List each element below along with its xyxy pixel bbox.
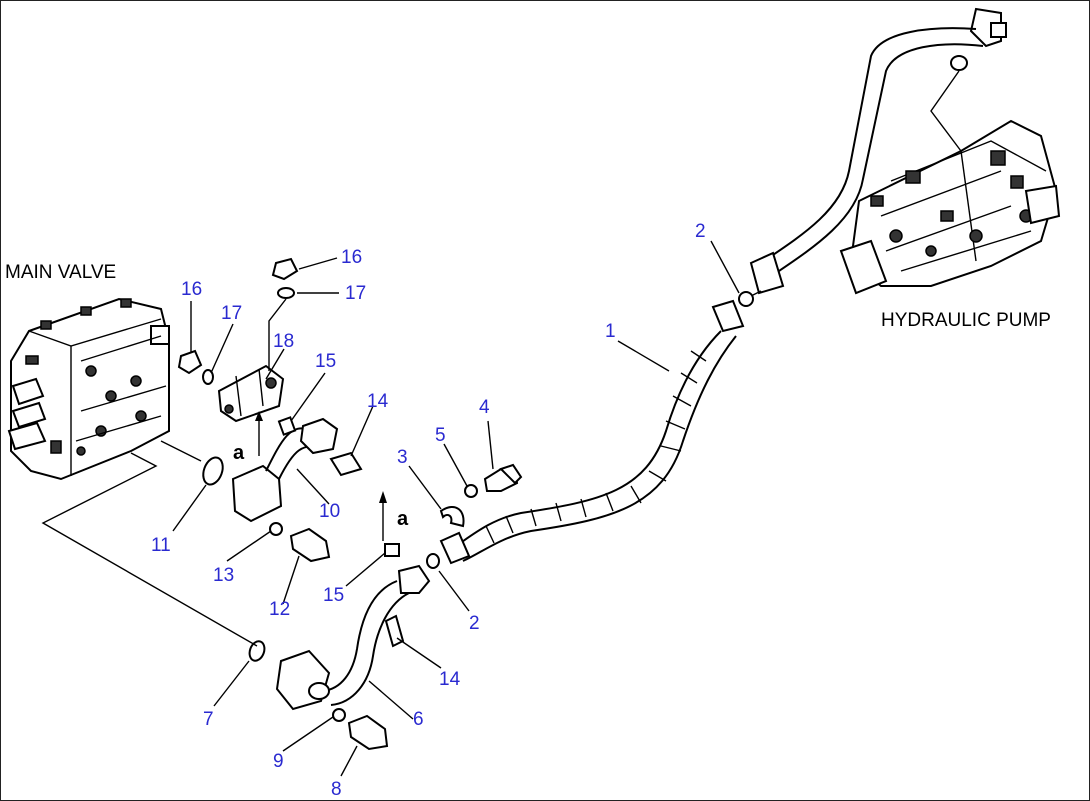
washer-13 [269,522,283,536]
clamp-3 [439,506,465,528]
part-label-5: 5 [435,425,446,446]
part-label-4: 4 [479,397,490,418]
washer-9 [332,708,346,722]
part-label-1: 1 [605,321,616,342]
clip-15-upper [277,416,297,436]
part-label-6: 6 [413,709,424,730]
arrow-a-right-head [379,491,387,503]
part-label-17-upper: 17 [345,283,366,304]
view-a-left: a [233,442,245,464]
washer-17-upper [277,287,295,299]
part-label-16-upper: 16 [341,247,362,268]
bolt-4 [483,463,523,492]
valve-guide-line-2 [160,440,202,462]
part-label-11: 11 [151,535,171,556]
hydraulic-pump-title: HYDRAULIC PUMP [881,310,1051,331]
arrow-a-left-head [255,411,263,421]
part-label-15-lower: 15 [323,585,344,606]
stud-line [268,298,287,371]
part-label-14-lower: 14 [439,669,461,690]
view-a-right: a [397,508,409,530]
bolt-12 [289,527,331,563]
upper-pipe [749,7,1007,295]
leader-lines [172,240,740,777]
part-label-8: 8 [331,779,342,800]
main-valve-drawing [7,297,170,481]
oring-2-upper [738,291,754,307]
part-label-14-upper: 14 [367,391,389,412]
part-label-9: 9 [273,751,284,772]
connector-block [231,464,283,523]
valve-guide-line [41,452,258,647]
part-label-2-upper: 2 [695,221,706,242]
part-label-18: 18 [273,331,294,352]
part-label-16-left: 16 [181,279,202,300]
part-label-3: 3 [397,447,408,468]
nut-16-upper [271,257,299,281]
block-18 [217,364,285,423]
clamp-14-upper [329,451,363,477]
washer-17-left [202,369,214,385]
bolt-8 [347,714,389,751]
pipe-10-flange [299,417,339,455]
oring-11 [202,456,224,486]
part-label-13: 13 [213,565,234,586]
washer-5 [464,484,478,498]
hydraulic-pump-drawing [839,119,1061,295]
part-label-12: 12 [269,599,290,620]
oring-7 [248,640,266,662]
clamp-14-lower [384,614,405,648]
part-label-10: 10 [319,501,340,522]
nut-16-left [177,349,203,375]
main-valve-title: MAIN VALVE [5,262,116,283]
part-label-17-left: 17 [221,303,242,324]
pipe-6 [275,564,431,711]
hose-assembly [439,299,745,565]
part-label-7: 7 [203,709,214,730]
part-labels: 1 2 2 3 4 5 6 7 8 9 10 11 12 13 14 14 15… [151,221,706,800]
part-label-2-lower: 2 [469,613,480,634]
oring-2-lower [426,553,440,569]
clip-15-lower [384,543,400,557]
part-label-15-upper: 15 [315,351,336,372]
